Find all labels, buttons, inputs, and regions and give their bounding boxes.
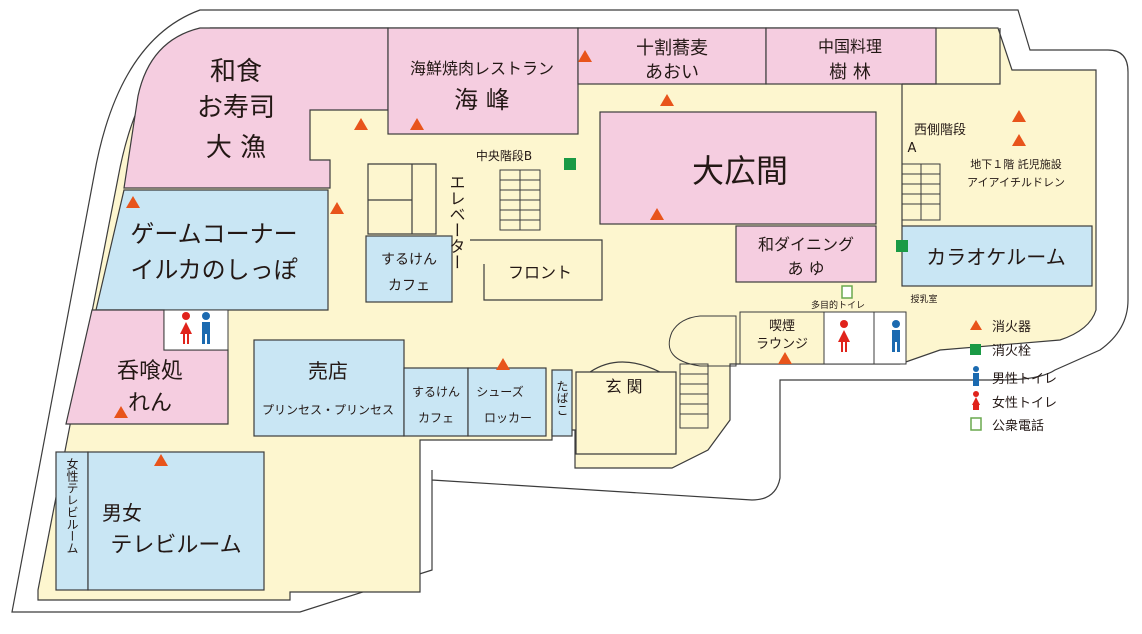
label-kaisen-1: 海鮮焼肉レストラン (410, 59, 554, 78)
mens-toilet-icon (202, 312, 210, 344)
room-tv-women[interactable] (55, 451, 89, 591)
label-locker-2: ロッカー (484, 411, 532, 425)
room-dining[interactable] (735, 225, 877, 283)
label-front: フロント (508, 263, 572, 282)
label-nursing-room: 授乳室 (910, 293, 937, 305)
label-washoku-3: 大 漁 (206, 133, 266, 163)
room-game-corner[interactable] (95, 189, 329, 311)
entrance-outline (575, 361, 677, 455)
label-ren-2: れん (128, 391, 172, 416)
label-shop-2: プリンセス・プリンセス (262, 403, 394, 417)
entrance-stairs (679, 363, 709, 429)
spiral-stairs (668, 315, 737, 367)
room-shoe-locker[interactable] (467, 367, 547, 437)
fire-hydrant-icon (970, 344, 981, 355)
label-daihiroma: 大広間 (692, 152, 788, 190)
label-cafe-top-2: カフェ (388, 278, 430, 294)
elevator-outline (367, 163, 437, 235)
label-soba-2: あおい (645, 62, 699, 83)
label-karaoke: カラオケルーム (926, 245, 1065, 269)
room-shop[interactable] (253, 339, 405, 437)
label-stair-b: 中央階段B (476, 148, 532, 163)
room-daihiroma[interactable] (599, 111, 877, 225)
fire-extinguisher-icon (970, 320, 982, 330)
fire-extinguisher-markers (114, 50, 1026, 466)
label-smoking-1: 喫煙 (769, 319, 795, 334)
public-phone-icon (970, 417, 982, 431)
label-entrance: 玄 関 (605, 377, 642, 396)
room-cafe-top[interactable] (365, 235, 453, 303)
public-phone-icon (841, 285, 853, 299)
room-multipurpose-toilet[interactable] (823, 311, 875, 365)
label-multipurpose-toilet: 多目的トイレ (811, 299, 865, 311)
room-cafe-bottom[interactable] (403, 367, 469, 437)
stairs-b (499, 169, 541, 231)
room-washoku[interactable] (123, 27, 389, 189)
womens-toilet-icon (838, 320, 850, 352)
label-locker-1: シューズ (476, 384, 523, 399)
label-cafe-bottom-1: するけん (412, 385, 460, 399)
front-desk-outline (470, 239, 603, 301)
building-outer-wall (11, 9, 1129, 613)
mens-toilet-icon (973, 366, 979, 386)
room-tobacco[interactable] (551, 369, 573, 437)
label-stair-a-1: 西側階段 (914, 123, 966, 138)
legend-item-phone: 公衆電話 (992, 418, 1044, 434)
room-tv-mixed[interactable] (87, 451, 265, 591)
toilet-box-left (163, 309, 229, 351)
label-smoking-2: ラウンジ (756, 337, 808, 352)
label-chuka-2: 樹 林 (829, 62, 871, 83)
room-mens-toilet[interactable] (873, 311, 907, 365)
label-game-1: ゲームコーナー (130, 220, 297, 248)
label-washoku-1: 和食 (210, 57, 262, 87)
stairs-a (901, 163, 941, 221)
map-legend: 消火器 消火栓 男性トイレ 女性トイレ 公衆電話 (970, 320, 1057, 434)
room-smoking-lounge[interactable] (739, 311, 825, 365)
label-tv-women: 女性テレビルーム (65, 457, 79, 554)
room-soba[interactable] (577, 27, 767, 85)
label-washoku-2: お寿司 (197, 93, 275, 123)
label-childcare-2: アイアイチルドレン (967, 176, 1065, 189)
label-elevator: エレベーター (447, 174, 466, 270)
room-chuka[interactable] (765, 27, 937, 85)
label-tobacco: たばこ (555, 380, 569, 416)
label-chuka-1: 中国料理 (818, 37, 882, 56)
label-ren-1: 呑喰処 (117, 359, 183, 384)
mens-toilet-icon (892, 320, 900, 352)
label-tv-mixed-1: 男女 (102, 501, 142, 525)
womens-toilet-icon (180, 312, 192, 344)
label-dining-1: 和ダイニング (758, 235, 854, 254)
label-soba-1: 十割蕎麦 (636, 38, 708, 59)
label-cafe-bottom-2: カフェ (418, 411, 454, 425)
label-kaisen-2: 海 峰 (454, 86, 510, 114)
label-tv-mixed-2: テレビルーム (110, 533, 241, 558)
room-kaisen[interactable] (387, 27, 579, 135)
label-dining-2: あ ゆ (787, 259, 824, 278)
label-shop-1: 売店 (308, 359, 348, 383)
fire-hydrant-marker (896, 240, 908, 252)
legend-item-extinguisher: 消火器 (992, 320, 1031, 335)
womens-toilet-icon (972, 391, 980, 410)
legend-item-mens-toilet: 男性トイレ (992, 372, 1057, 387)
legend-item-womens-toilet: 女性トイレ (992, 395, 1057, 411)
fire-hydrant-marker (564, 158, 576, 170)
label-cafe-top-1: するけん (381, 252, 437, 268)
label-game-2: イルカのしっぽ (130, 256, 297, 284)
label-childcare-1: 地下１階 託児施設 (970, 157, 1062, 171)
room-karaoke[interactable] (901, 225, 1093, 287)
legend-item-hydrant: 消火栓 (992, 344, 1031, 359)
label-stair-a-2: A (908, 141, 917, 156)
